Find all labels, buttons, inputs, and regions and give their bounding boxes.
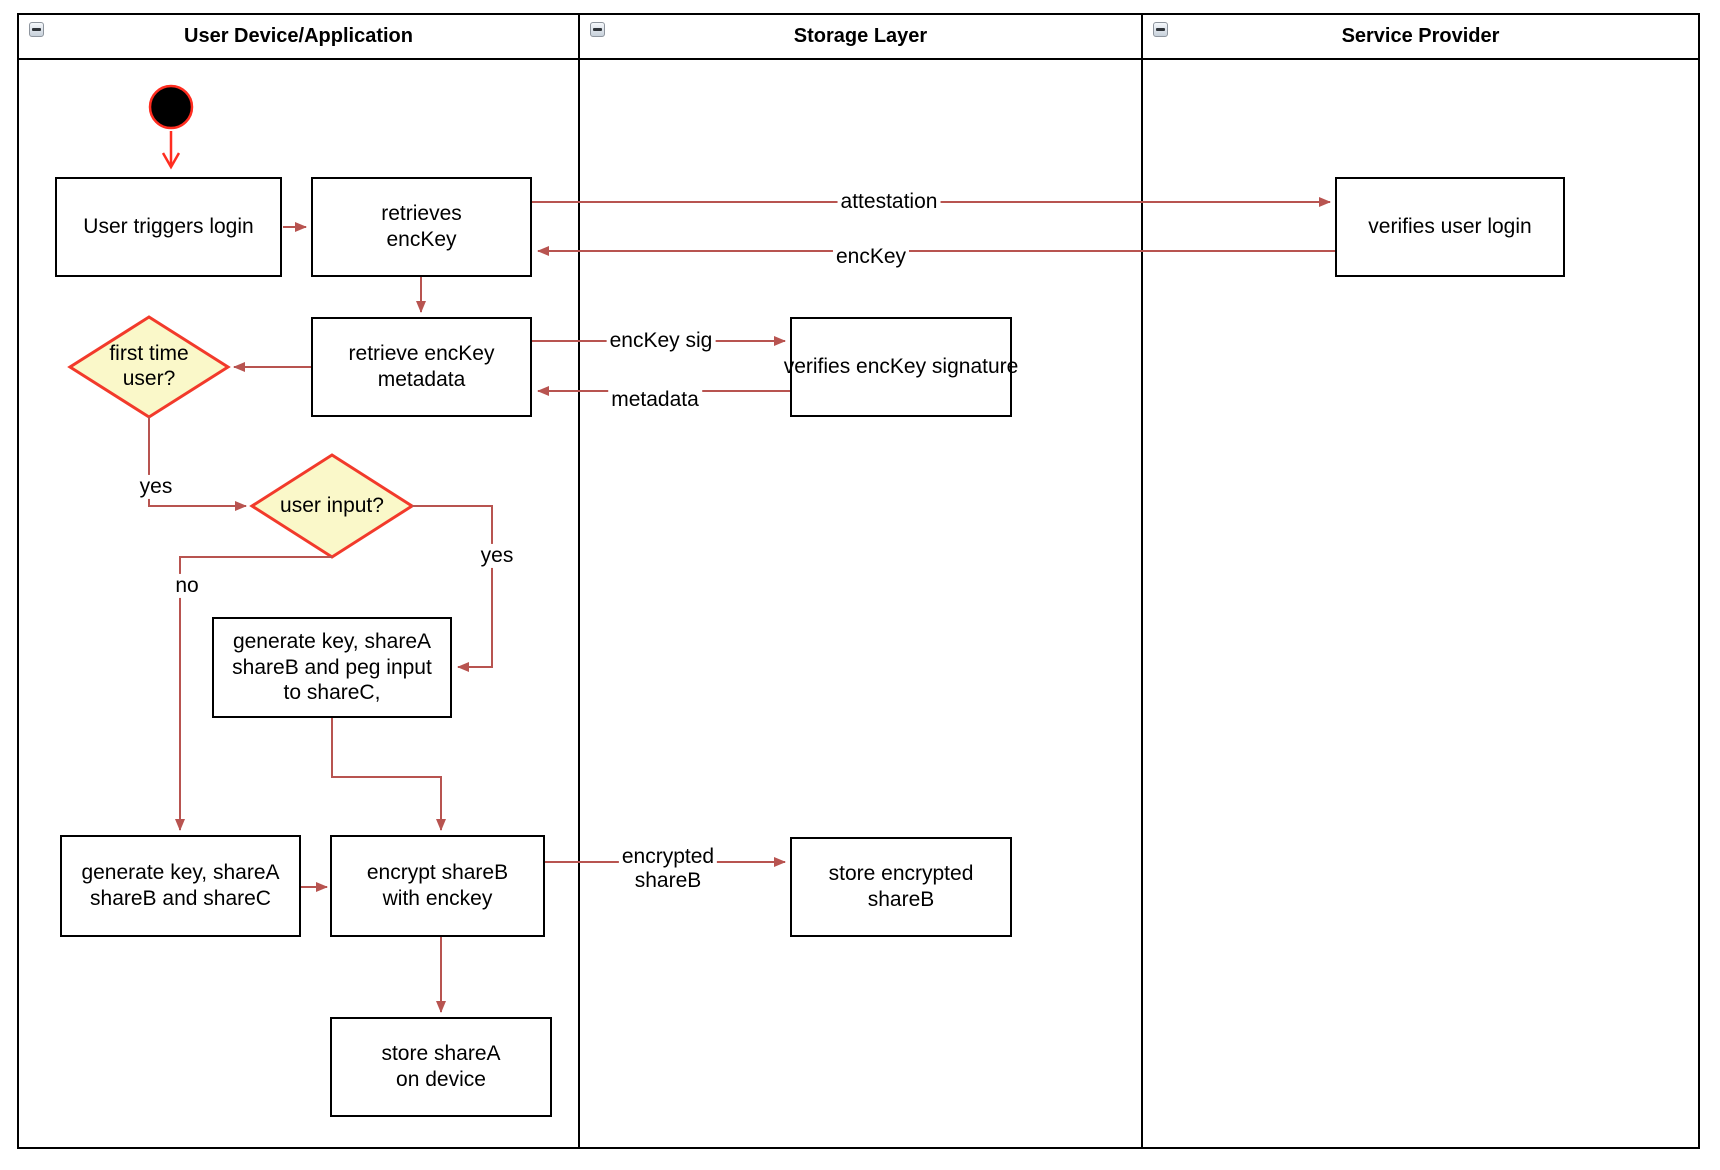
- edge-label-metadata[interactable]: metadata: [608, 387, 702, 413]
- collapse-button[interactable]: [29, 22, 44, 37]
- node-verifies-enckey-signature[interactable]: verifies encKey signature: [784, 317, 1018, 417]
- minus-icon: [1156, 28, 1165, 31]
- node-store-encrypted-shareb[interactable]: store encrypted shareB: [790, 837, 1012, 937]
- lane-storage-layer: Storage Layer: [580, 15, 1143, 1147]
- edge-label-enckey-sig[interactable]: encKey sig: [606, 328, 716, 354]
- connector-first-time-yes[interactable]: [148, 417, 247, 511]
- lane-service-provider: Service Provider: [1143, 15, 1698, 1147]
- edge-label-yes-first-time[interactable]: yes: [136, 474, 176, 500]
- lane-title: Storage Layer: [793, 25, 928, 47]
- collapse-button[interactable]: [1153, 22, 1168, 37]
- minus-icon: [593, 28, 602, 31]
- lane-user-device-application: User Device/Application: [19, 15, 580, 1147]
- node-store-sharea-on-device[interactable]: store shareA on device: [330, 1017, 552, 1117]
- node-retrieves-enckey[interactable]: retrieves encKey: [311, 177, 532, 277]
- minus-icon: [32, 28, 41, 31]
- connector-user-input-no[interactable]: [175, 556, 332, 831]
- connector-user-input-yes[interactable]: [412, 505, 493, 672]
- node-generate-key-peg-input[interactable]: generate key, shareA shareB and peg inpu…: [212, 617, 452, 718]
- node-encrypt-shareb[interactable]: encrypt shareB with enckey: [330, 835, 545, 937]
- edge-label-no-user-input[interactable]: no: [172, 573, 202, 599]
- decision-label-user-input[interactable]: user input?: [280, 493, 384, 517]
- node-user-triggers-login[interactable]: User triggers login: [55, 177, 282, 277]
- node-generate-key-sharec[interactable]: generate key, shareA shareB and shareC: [60, 835, 301, 937]
- lane-title: User Device/Application: [184, 25, 413, 47]
- node-verifies-user-login[interactable]: verifies user login: [1335, 177, 1565, 277]
- edge-label-enckey[interactable]: encKey: [832, 244, 910, 270]
- edge-label-encrypted-shareb[interactable]: encrypted shareB: [618, 844, 718, 894]
- lane-title: Service Provider: [1341, 25, 1500, 47]
- edge-label-attestation[interactable]: attestation: [837, 189, 941, 215]
- decision-label-first-time-user[interactable]: first time user?: [109, 342, 189, 390]
- start-node[interactable]: [148, 84, 194, 130]
- edge-label-yes-user-input[interactable]: yes: [477, 543, 517, 569]
- connector-peg-to-encrypt[interactable]: [331, 718, 446, 831]
- lane-header-storage-layer[interactable]: Storage Layer: [580, 15, 1141, 60]
- lane-header-service-provider[interactable]: Service Provider: [1143, 15, 1698, 60]
- collapse-button[interactable]: [590, 22, 605, 37]
- node-retrieve-enckey-metadata[interactable]: retrieve encKey metadata: [311, 317, 532, 417]
- lane-header-user-device-application[interactable]: User Device/Application: [19, 15, 578, 60]
- swimlane-pool: User Device/Application Storage Layer Se…: [17, 13, 1700, 1149]
